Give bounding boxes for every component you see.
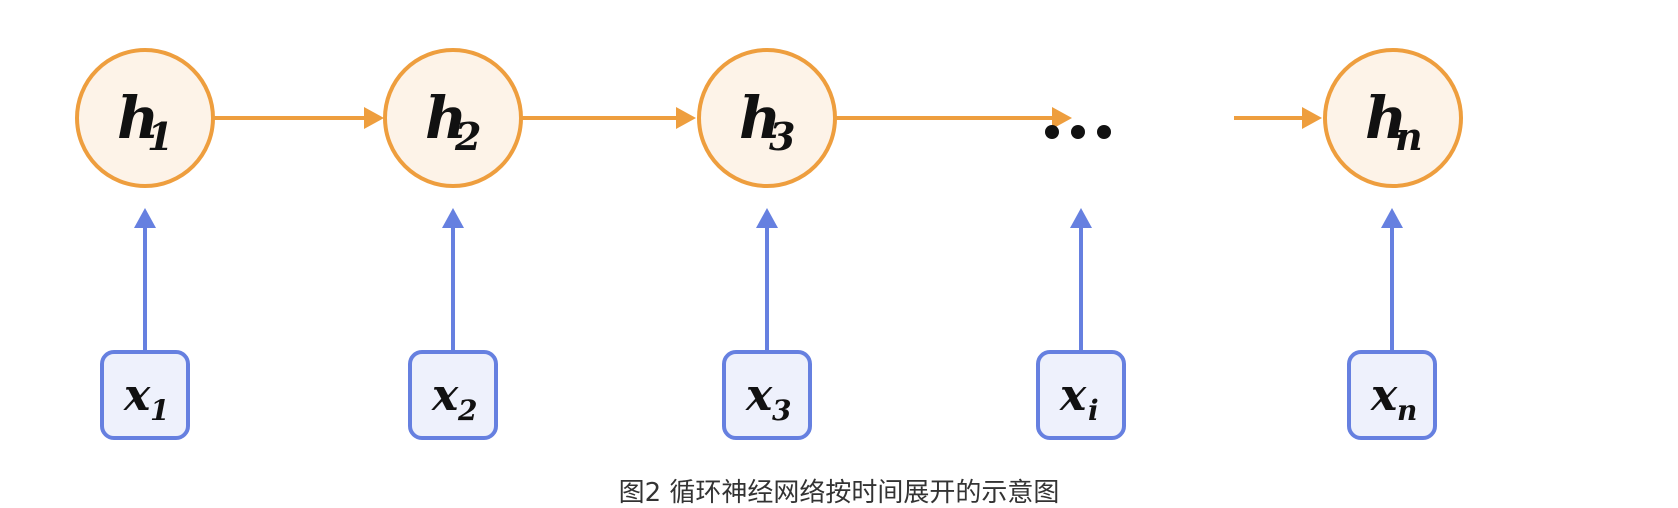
- input-subscript: 3: [772, 394, 791, 427]
- input-x1: x 1: [100, 350, 190, 440]
- hidden-label: h: [425, 84, 467, 152]
- input-subscript: n: [1397, 394, 1417, 427]
- input-label: x: [1059, 370, 1087, 421]
- input-arrows: [134, 208, 1403, 352]
- hidden-label: h: [1365, 84, 1407, 152]
- input-label: x: [431, 370, 459, 421]
- hidden-label: h: [739, 84, 781, 152]
- hidden-label: h: [117, 84, 159, 152]
- hidden-state-h1: h 1: [75, 48, 215, 188]
- hidden-state-h3: h 3: [697, 48, 837, 188]
- input-subscript: i: [1088, 394, 1099, 427]
- figure-caption: 图2 循环神经网络按时间展开的示意图: [618, 478, 1060, 508]
- input-xn: x n: [1347, 350, 1437, 440]
- hidden-subscript: n: [1395, 114, 1423, 159]
- input-label: x: [123, 370, 151, 421]
- hidden-subscript: 1: [147, 114, 173, 159]
- hidden-subscript: 3: [769, 114, 795, 159]
- ellipsis: [1045, 125, 1111, 139]
- input-label: x: [1370, 370, 1398, 421]
- recurrent-arrows: [214, 107, 1322, 129]
- input-xi: x i: [1036, 350, 1126, 440]
- input-x2: x 2: [408, 350, 498, 440]
- hidden-state-h2: h 2: [383, 48, 523, 188]
- input-x3: x 3: [722, 350, 812, 440]
- input-label: x: [745, 370, 773, 421]
- input-subscript: 2: [457, 394, 477, 427]
- hidden-state-hn: h n: [1323, 48, 1463, 188]
- input-subscript: 1: [150, 394, 169, 427]
- hidden-subscript: 2: [454, 114, 481, 159]
